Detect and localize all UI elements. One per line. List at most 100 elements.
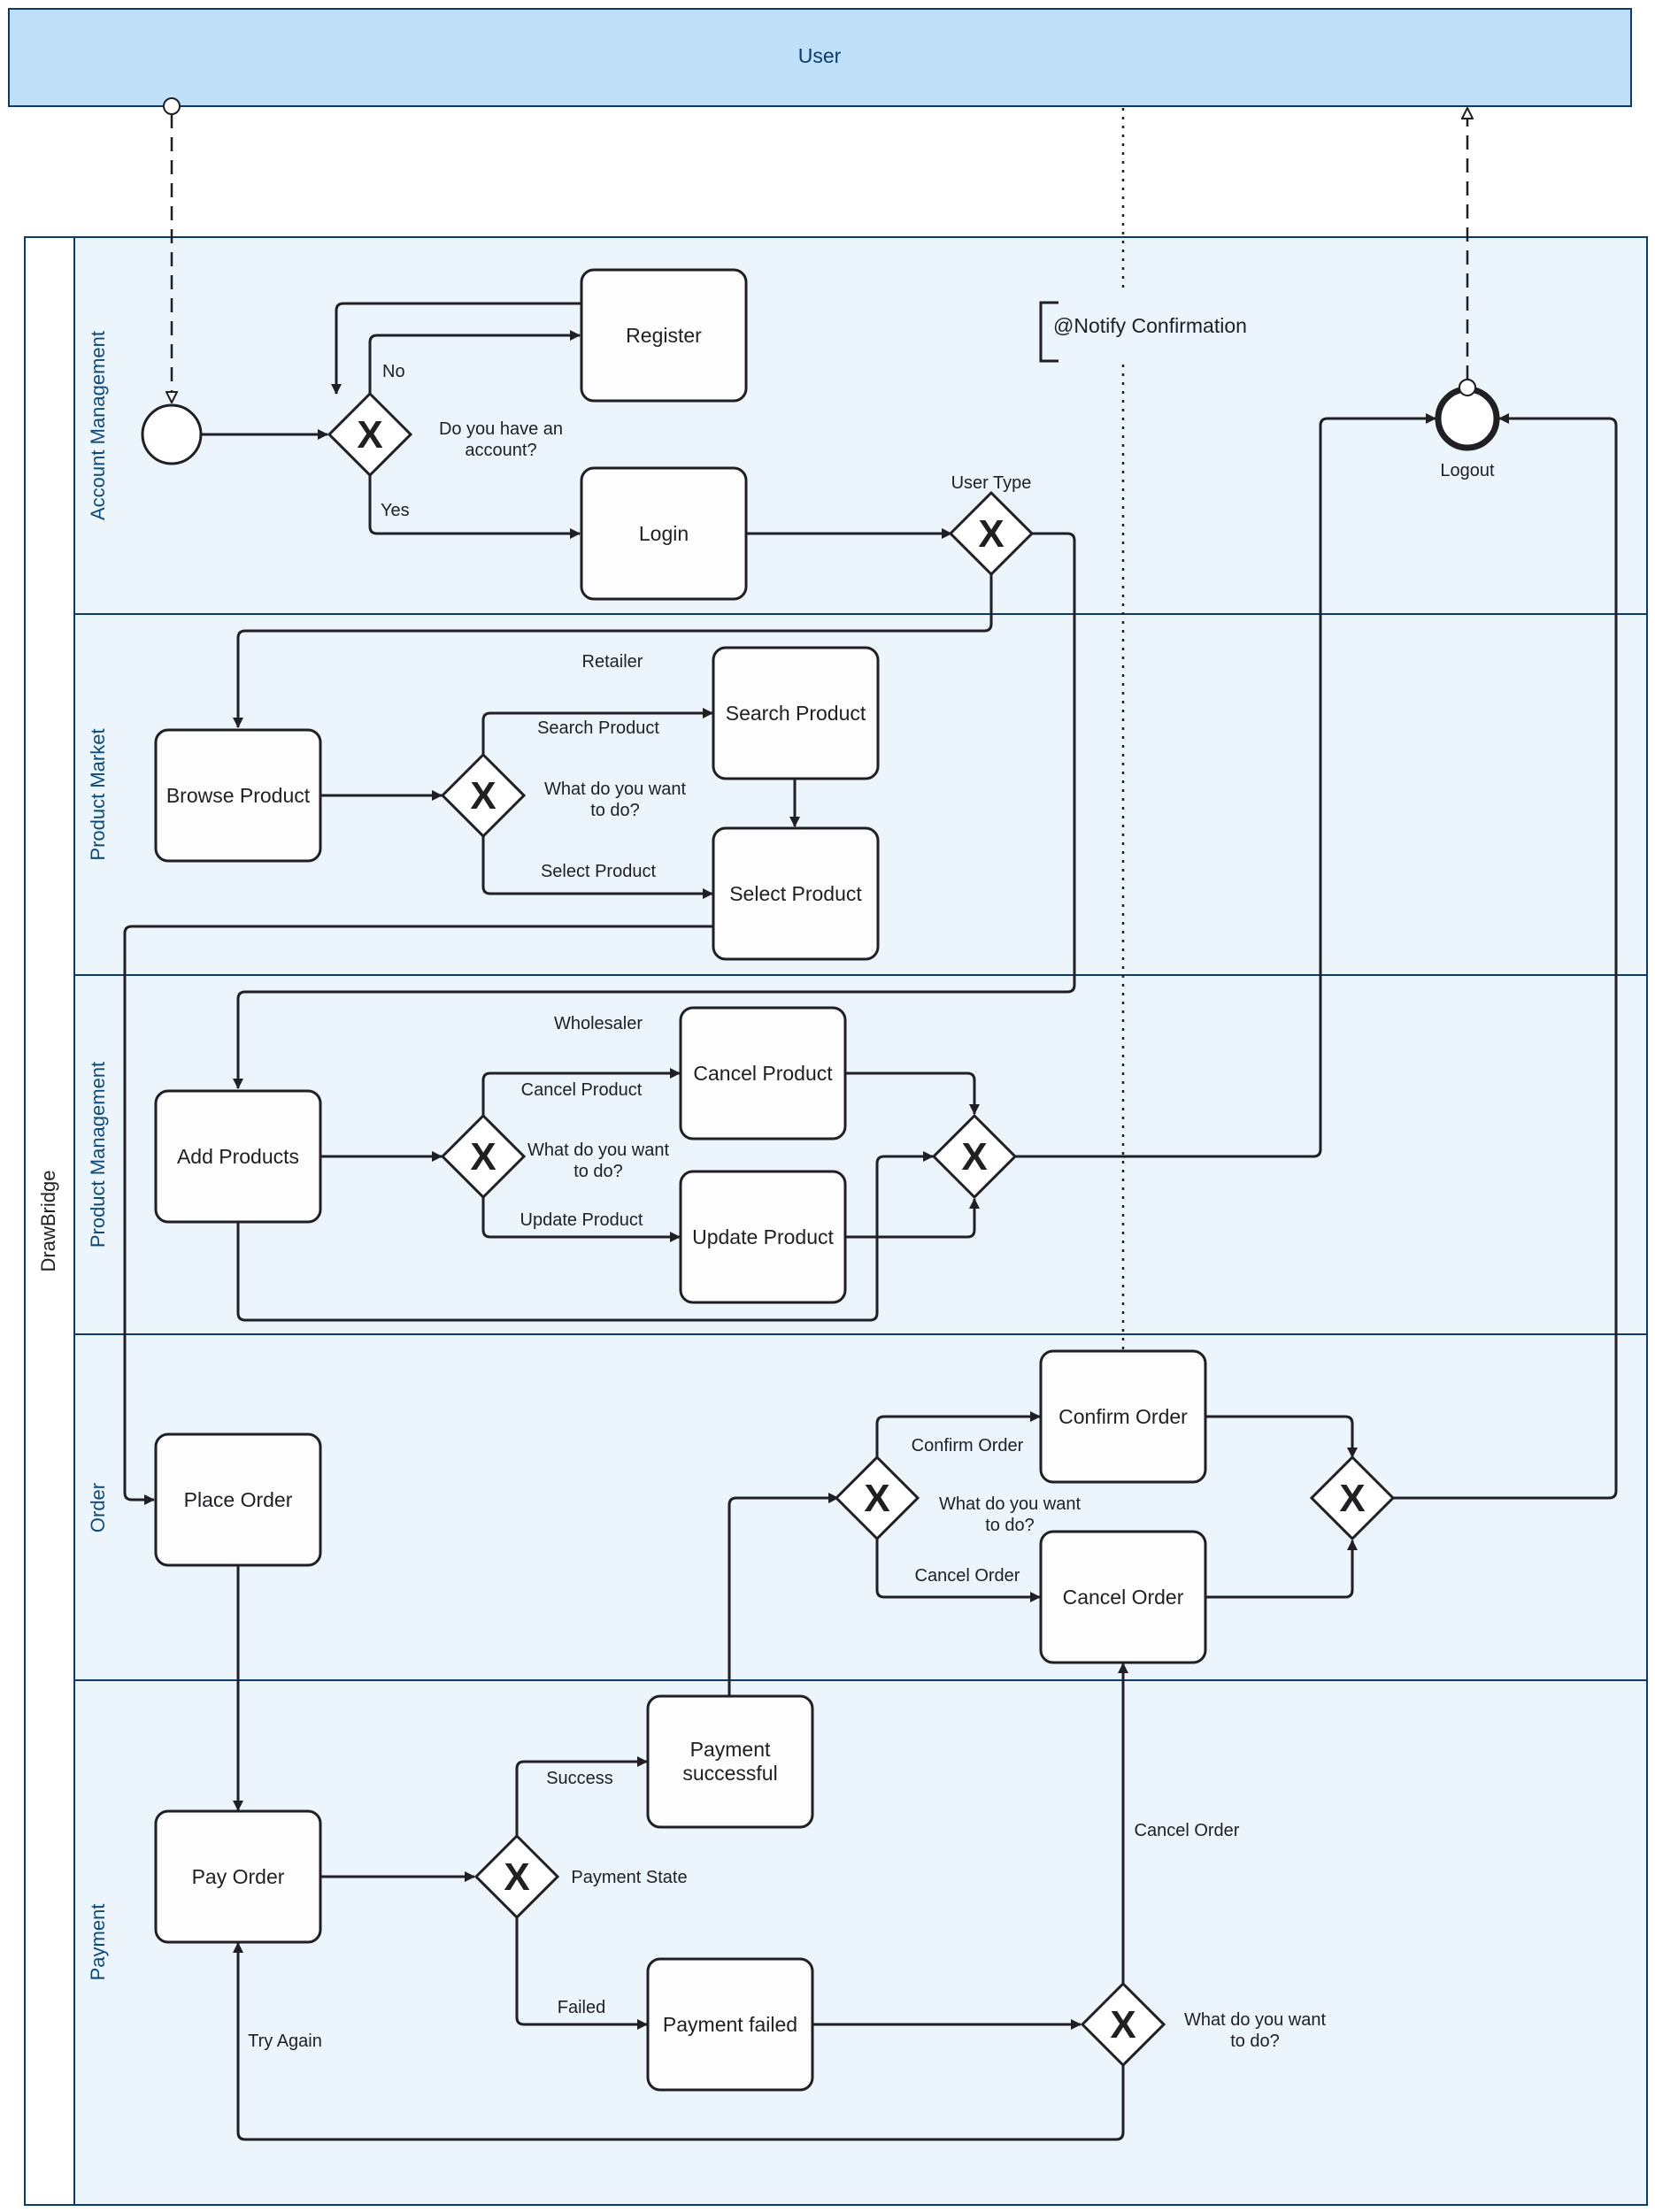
task-cancel-order-label: Cancel Order xyxy=(1063,1586,1184,1609)
flow-user-type-retailer xyxy=(233,574,993,728)
flow-market-to-search xyxy=(481,708,713,755)
gateway-market-marker: X xyxy=(470,774,496,818)
sequence-flows xyxy=(123,302,1618,2141)
gateway-order-label-line2: to do? xyxy=(985,1516,1035,1535)
gateway-market-label-line1: What do you want xyxy=(544,780,687,799)
task-pay-order[interactable]: Pay Order xyxy=(154,1809,322,1944)
gateway-user-type-label: User Type xyxy=(951,473,1032,493)
flow-cancel-to-order-merge xyxy=(1205,1540,1358,1599)
flow-payment-state-success xyxy=(515,1756,648,1836)
gateway-management[interactable]: X xyxy=(440,1113,527,1200)
edge-label-success: Success xyxy=(546,1769,613,1788)
gateway-payment-failed-label-line1: What do you want xyxy=(1184,2010,1327,2030)
gateway-account[interactable]: X xyxy=(327,391,413,478)
message-flow-start[interactable] xyxy=(163,97,181,403)
task-place-order-label: Place Order xyxy=(184,1488,293,1511)
task-update-product[interactable]: Update Product xyxy=(679,1170,847,1304)
task-add-products[interactable]: Add Products xyxy=(154,1089,322,1224)
task-cancel-product-label: Cancel Product xyxy=(693,1062,833,1085)
task-cancel-product[interactable]: Cancel Product xyxy=(679,1006,847,1141)
gateway-user-type[interactable]: X xyxy=(948,490,1035,577)
flow-payment-successful-to-order-gateway xyxy=(727,1493,839,1696)
edge-label-cancel-order-payment: Cancel Order xyxy=(1135,1821,1240,1840)
lane-account-management[interactable]: Account Management xyxy=(73,236,1648,615)
edge-label-confirm-order: Confirm Order xyxy=(912,1436,1024,1455)
task-login[interactable]: Login xyxy=(580,466,748,601)
flow-cancel-product-to-merge xyxy=(845,1071,980,1115)
task-payment-successful-label-line2: successful xyxy=(682,1762,777,1785)
edge-label-cancel-order: Cancel Order xyxy=(915,1566,1020,1586)
task-payment-failed-label: Payment failed xyxy=(663,2013,797,2036)
gateway-order-label-line1: What do you want xyxy=(939,1494,1082,1514)
task-register[interactable]: Register xyxy=(580,268,748,403)
flow-register-back-to-gateway xyxy=(331,302,581,395)
flow-gateway-no-to-register xyxy=(368,330,581,395)
lane-label-account-management: Account Management xyxy=(87,331,109,520)
gateway-management-label-line1: What do you want xyxy=(527,1141,670,1160)
flow-update-product-to-merge xyxy=(845,1198,980,1239)
gateway-payment-state-label: Payment State xyxy=(571,1868,687,1887)
gateway-payment-failed-marker: X xyxy=(1110,2003,1135,2047)
text-annotation[interactable]: @Notify Confirmation xyxy=(1039,301,1247,363)
flow-management-to-cancel-product xyxy=(481,1068,681,1116)
gateway-payment-state[interactable]: X xyxy=(473,1833,560,1920)
task-search-product-label: Search Product xyxy=(726,702,866,725)
task-select-product[interactable]: Select Product xyxy=(712,826,880,961)
gateway-labels: Do you have an account? User Type What d… xyxy=(439,419,1327,2051)
start-event[interactable] xyxy=(141,403,203,465)
edge-label-yes: Yes xyxy=(381,501,410,520)
gateway-management-merge-marker: X xyxy=(961,1135,987,1179)
flow-add-products-to-merge xyxy=(236,1151,934,1322)
task-place-order[interactable]: Place Order xyxy=(154,1432,322,1567)
flow-failed-gateway-try-again xyxy=(233,1942,1125,2141)
lane-product-management[interactable]: Product Management xyxy=(73,974,1648,1335)
gateway-account-marker: X xyxy=(357,413,382,457)
gateway-market[interactable]: X xyxy=(440,752,527,839)
task-pay-order-label: Pay Order xyxy=(192,1865,285,1888)
lane-payment[interactable]: Payment xyxy=(73,1679,1648,2206)
lane-label-order: Order xyxy=(87,1483,109,1532)
lane-label-product-management: Product Management xyxy=(87,1062,109,1248)
task-payment-failed[interactable]: Payment failed xyxy=(646,1957,814,2092)
task-payment-successful-label-line1: Payment xyxy=(690,1738,771,1761)
gateway-payment-state-marker: X xyxy=(504,1855,529,1899)
flow-market-to-select xyxy=(481,836,713,899)
user-pool[interactable]: User xyxy=(8,8,1632,107)
task-confirm-order-label: Confirm Order xyxy=(1058,1405,1188,1428)
edge-label-try-again: Try Again xyxy=(248,2032,322,2051)
task-payment-successful[interactable]: Payment successful xyxy=(646,1694,814,1829)
task-login-label: Login xyxy=(639,522,689,545)
flow-merge-to-logout xyxy=(1016,413,1436,1158)
task-cancel-order[interactable]: Cancel Order xyxy=(1039,1530,1207,1664)
gateway-management-label-line2: to do? xyxy=(573,1162,623,1181)
gateway-user-type-marker: X xyxy=(978,512,1004,556)
flow-order-merge-to-logout xyxy=(1393,413,1618,1500)
flow-order-gateway-to-confirm xyxy=(875,1411,1041,1457)
task-register-label: Register xyxy=(626,324,702,347)
task-add-products-label: Add Products xyxy=(177,1145,299,1168)
flow-gateway-yes-to-login xyxy=(368,475,581,539)
user-pool-label: User xyxy=(798,44,842,67)
gateway-payment-failed-label-line2: to do? xyxy=(1230,2032,1280,2051)
gateway-order-marker: X xyxy=(864,1477,889,1520)
task-search-product[interactable]: Search Product xyxy=(712,646,880,780)
gateway-management-marker: X xyxy=(470,1135,496,1179)
gateway-management-merge[interactable]: X xyxy=(931,1113,1018,1200)
gateway-account-label-line2: account? xyxy=(465,441,536,460)
flow-select-to-place-order xyxy=(123,925,713,1505)
edge-label-no: No xyxy=(382,362,405,381)
flow-management-to-update-product xyxy=(481,1197,681,1242)
task-select-product-label: Select Product xyxy=(729,882,862,905)
task-browse-product[interactable]: Browse Product xyxy=(154,728,322,863)
edge-label-cancel-product: Cancel Product xyxy=(521,1080,643,1100)
gateway-order-merge[interactable]: X xyxy=(1309,1455,1396,1541)
gateway-order[interactable]: X xyxy=(834,1455,920,1541)
gateway-payment-failed[interactable]: X xyxy=(1080,1981,1166,2068)
task-confirm-order[interactable]: Confirm Order xyxy=(1039,1349,1207,1484)
edge-label-update-product: Update Product xyxy=(520,1210,643,1230)
end-event-logout[interactable]: Logout xyxy=(1435,379,1500,480)
flow-user-type-wholesaler xyxy=(233,532,1076,1089)
pool-label: DrawBridge xyxy=(37,1171,59,1272)
gateway-order-merge-marker: X xyxy=(1339,1477,1365,1520)
